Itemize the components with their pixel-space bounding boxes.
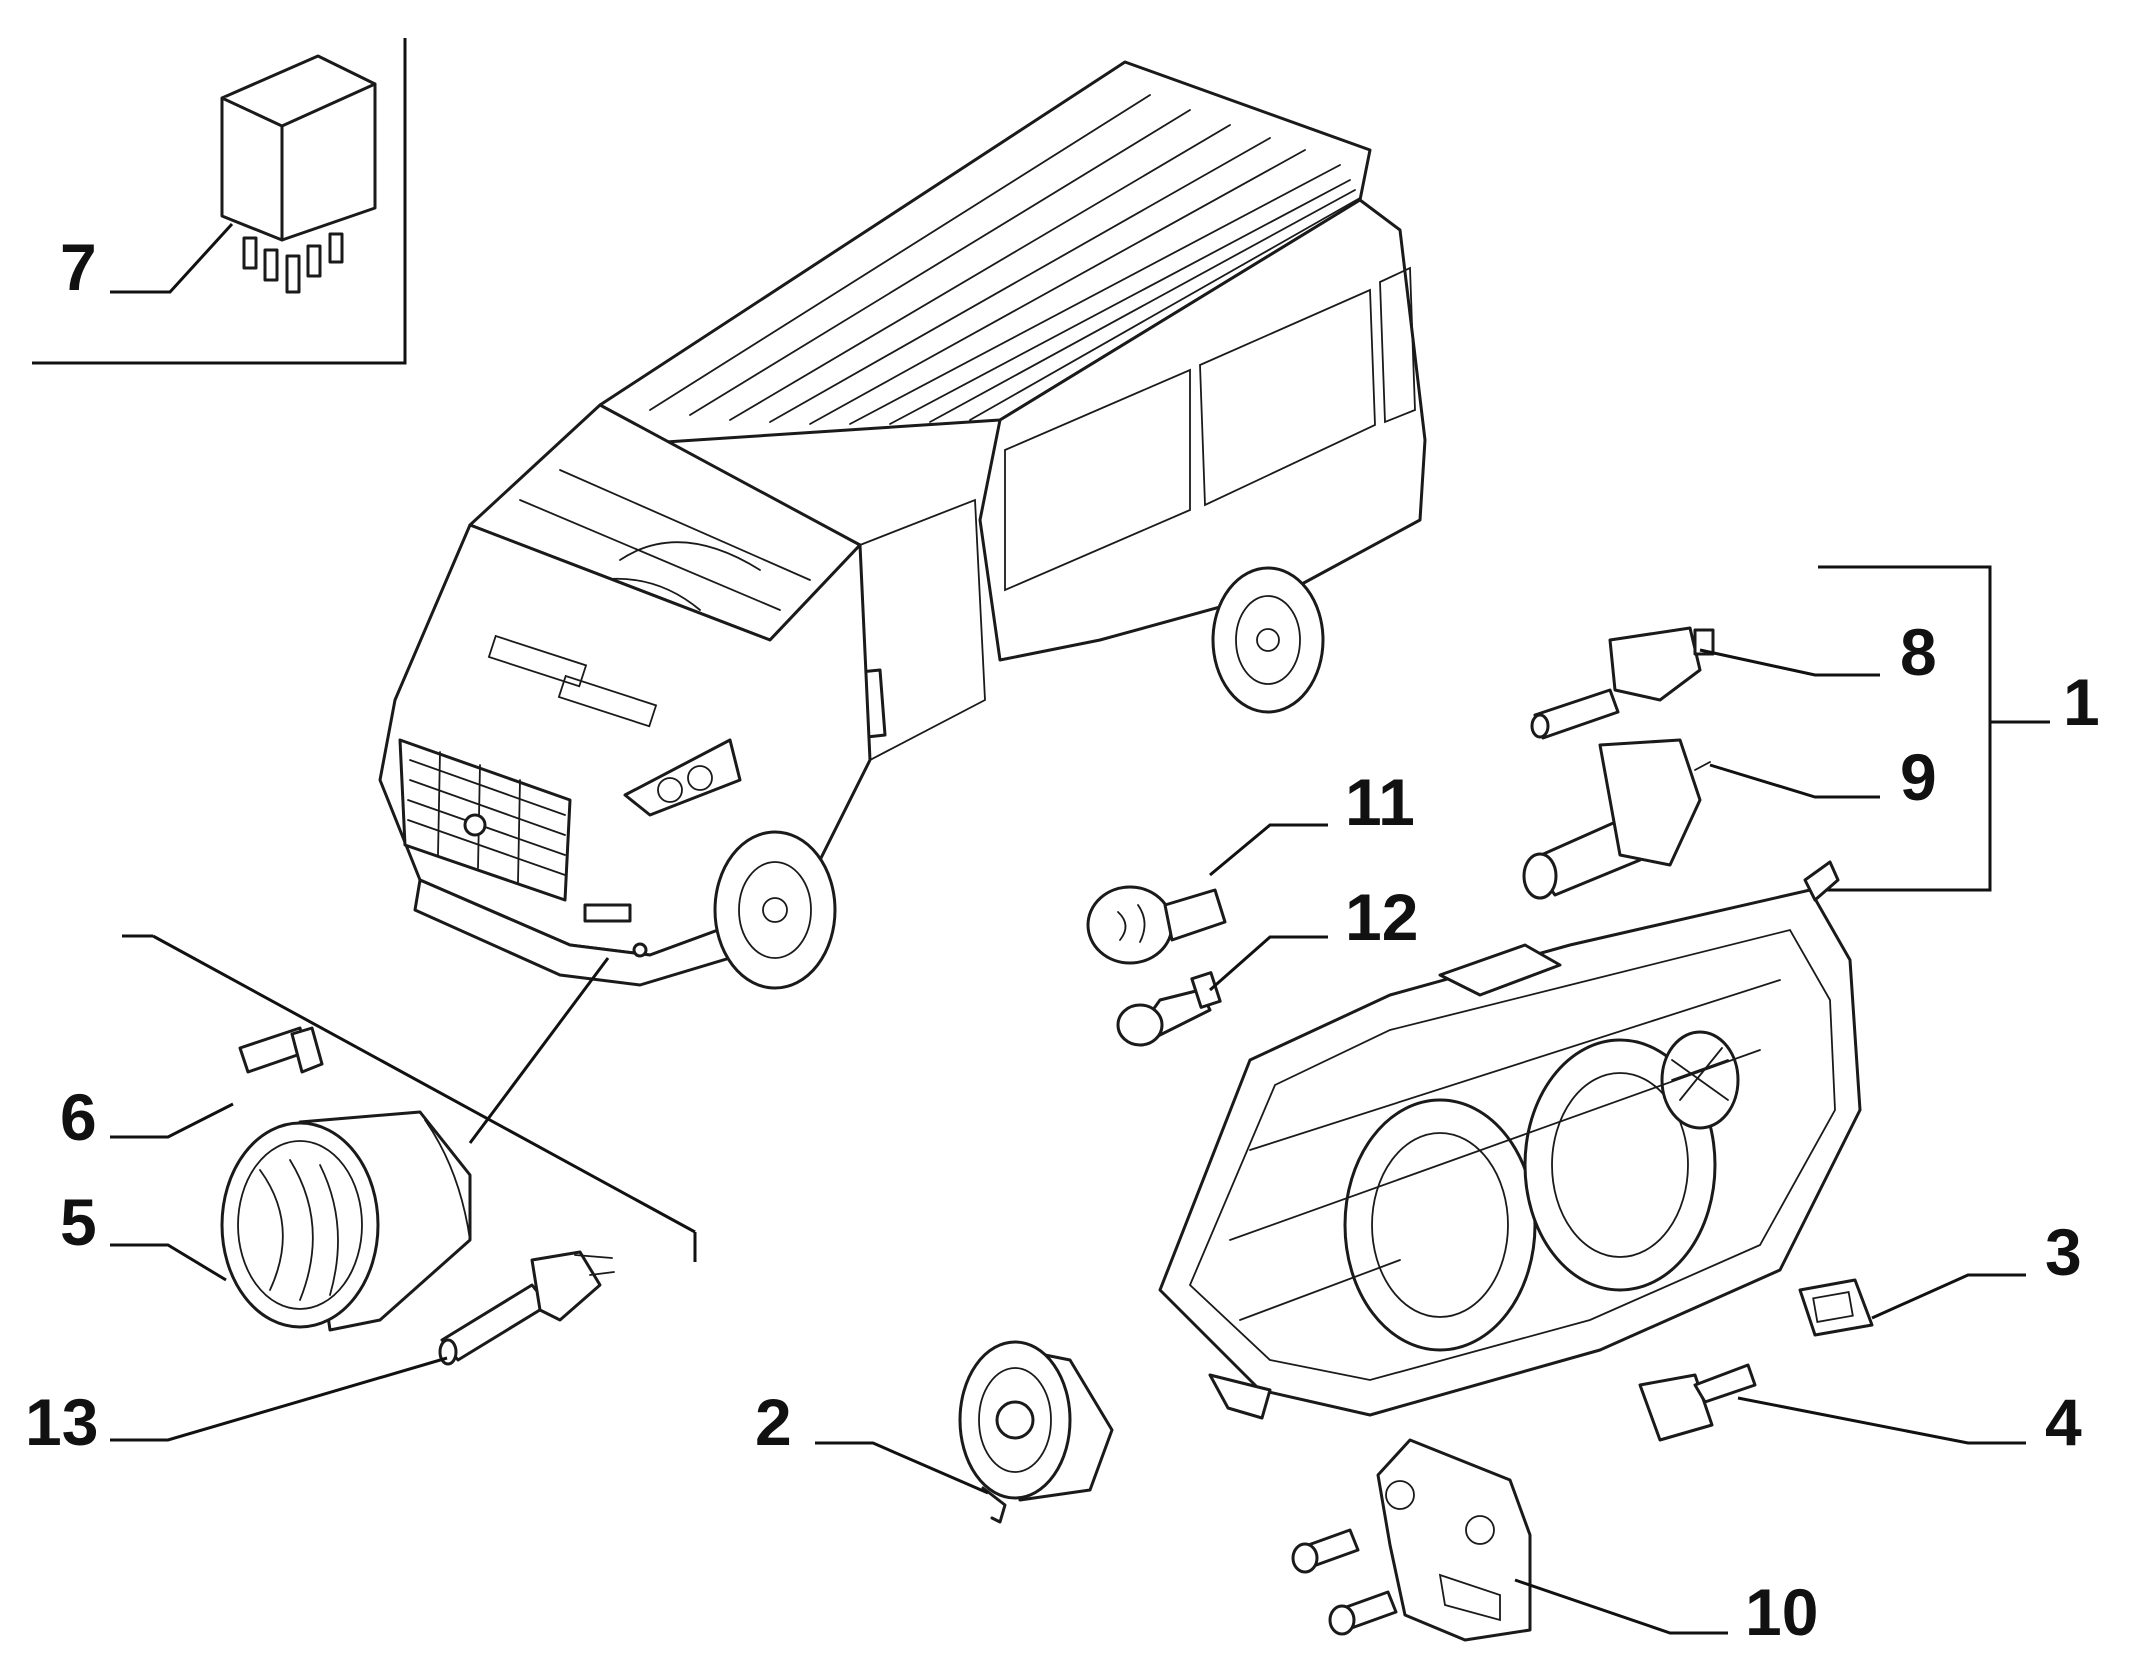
callout-1: 1 — [2063, 665, 2100, 739]
callout-11: 11 — [1345, 765, 1415, 839]
van-illustration — [378, 60, 1427, 990]
callout-12: 12 — [1345, 880, 1418, 954]
callout-13: 13 — [25, 1385, 98, 1459]
callout-7: 7 — [60, 230, 97, 304]
bulb-part-13 — [438, 1250, 615, 1366]
fog-lamp-group-bracket — [122, 934, 697, 1262]
callout-6: 6 — [60, 1080, 97, 1154]
callout-9: 9 — [1900, 740, 1937, 814]
bulb-part-9 — [1522, 738, 1711, 900]
bulb-part-8 — [1530, 626, 1715, 740]
callout-10: 10 — [1745, 1575, 1818, 1649]
bracket-part-10 — [1291, 1438, 1532, 1642]
bolt-part-4 — [1638, 1363, 1757, 1442]
front-wheel — [713, 830, 837, 990]
screw-part-6 — [238, 1026, 324, 1074]
rear-wheel — [1211, 566, 1325, 714]
lamp-unit-part-2 — [958, 1340, 1114, 1524]
bulb-part-12 — [1116, 971, 1222, 1047]
clip-part-3 — [1798, 1278, 1874, 1337]
callout-5: 5 — [60, 1185, 97, 1259]
relay-inset — [32, 38, 407, 365]
callout-4: 4 — [2045, 1385, 2082, 1459]
callout-8: 8 — [1900, 615, 1937, 689]
bulb-part-11 — [1086, 885, 1227, 965]
headlamp-bracket — [1810, 565, 2050, 892]
callout-3: 3 — [2045, 1215, 2082, 1289]
callout-2: 2 — [755, 1385, 792, 1459]
fog-lamp-part-5 — [220, 1110, 472, 1332]
headlamp-part-1 — [1158, 860, 1862, 1420]
relay-part — [220, 54, 377, 294]
